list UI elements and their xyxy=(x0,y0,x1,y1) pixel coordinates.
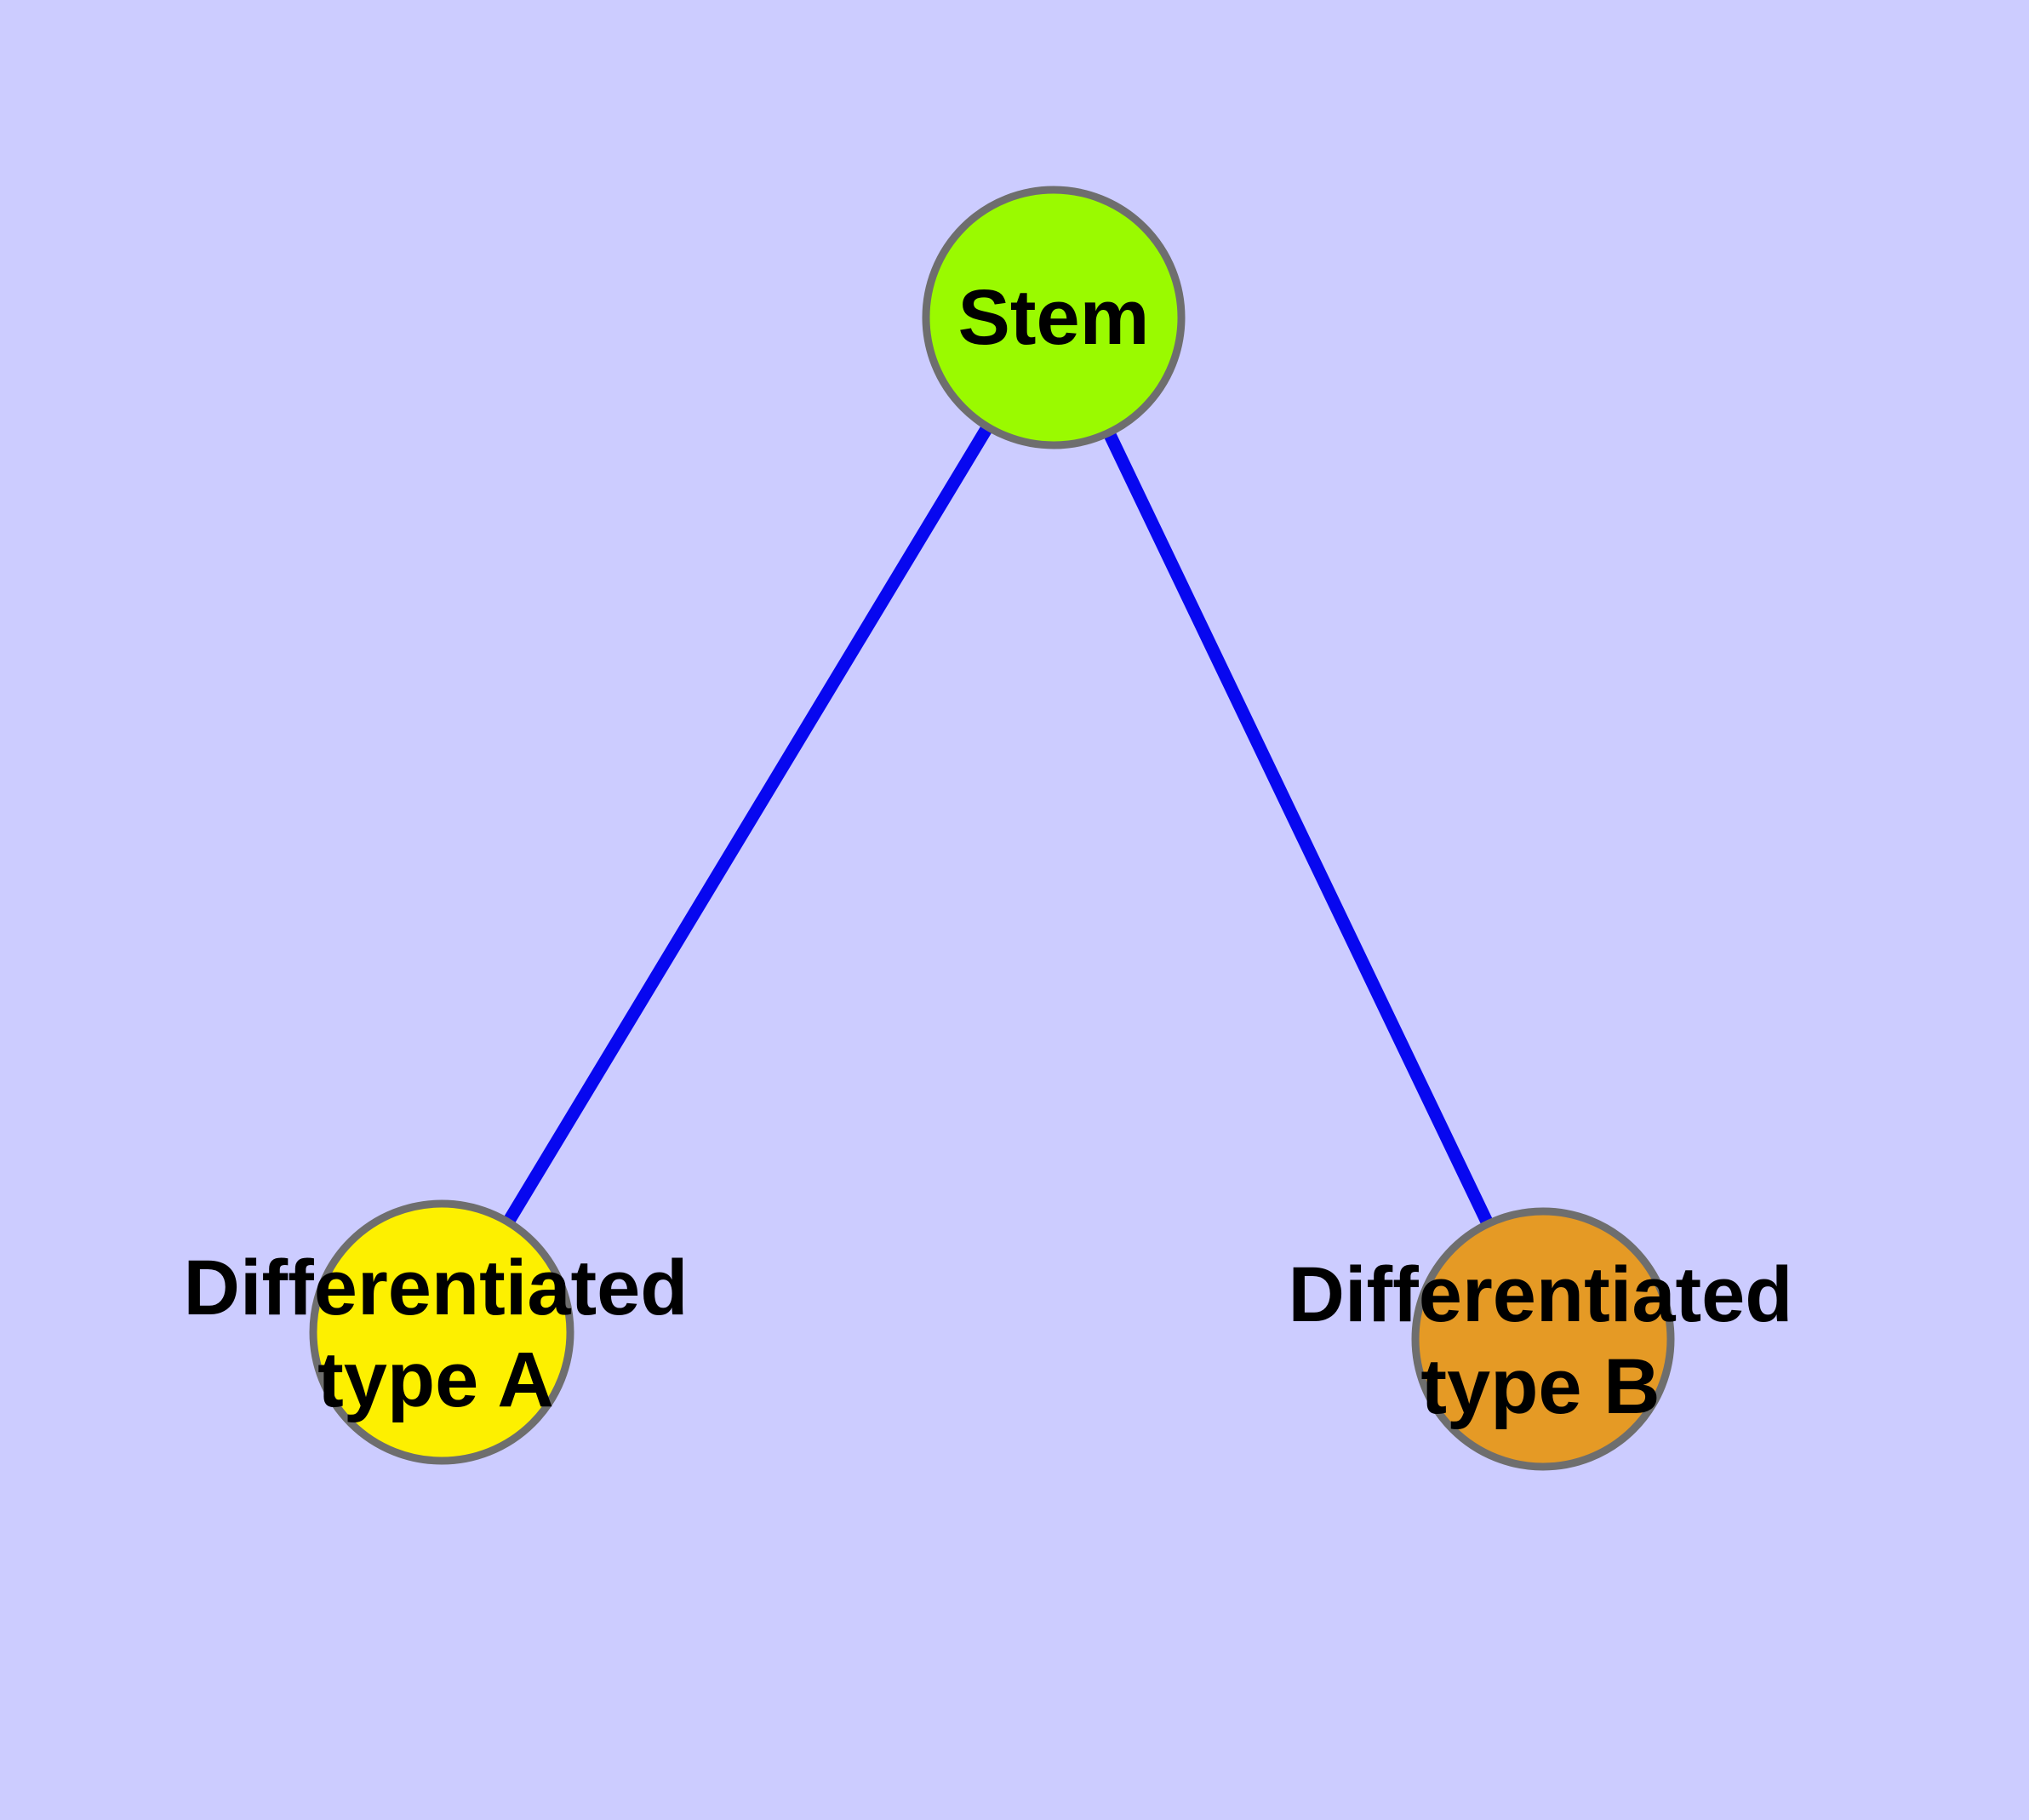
node-differentiated-type-a-circle xyxy=(309,1199,574,1465)
node-stem-circle xyxy=(922,186,1186,449)
node-differentiated-type-b-circle xyxy=(1411,1207,1675,1471)
edge-stem-to-type-a xyxy=(436,314,1060,1336)
edge-stem-to-type-b xyxy=(1048,314,1549,1342)
